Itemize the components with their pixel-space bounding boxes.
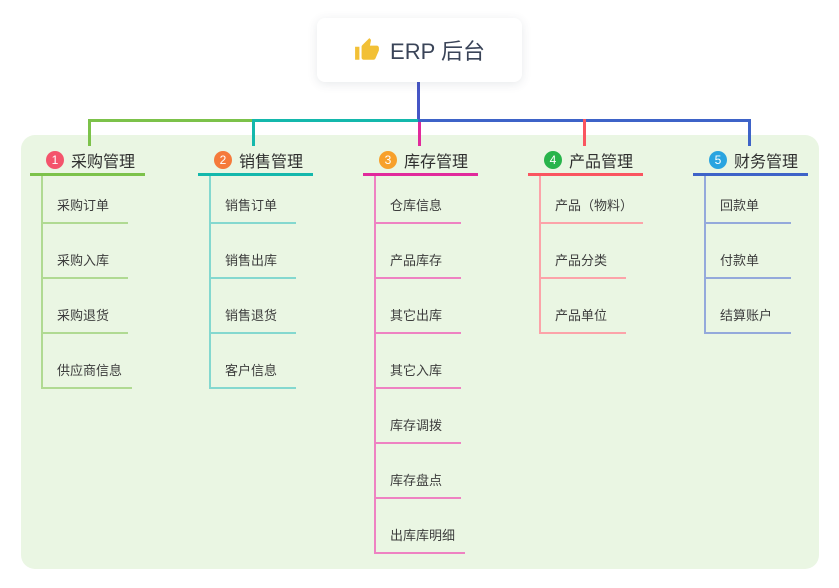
child-node-label: 产品（物料） [555, 198, 634, 213]
branch: 1 采购管理 采购订单采购入库采购退货供应商信息 [30, 146, 145, 389]
child-node-label: 其它出库 [390, 308, 443, 323]
connector-branch-stub [252, 119, 255, 146]
child-node-label: 产品单位 [555, 308, 608, 323]
child-node-label: 付款单 [720, 253, 760, 268]
child-node[interactable]: 库存调拨 [376, 389, 461, 444]
child-node-label: 结算账户 [720, 308, 773, 323]
child-node[interactable]: 产品分类 [541, 224, 626, 279]
child-node-label: 产品分类 [555, 253, 608, 268]
root-node-label: ERP 后台 [390, 39, 485, 64]
branch-number-badge: 3 [379, 150, 397, 169]
child-node[interactable]: 库存盘点 [376, 444, 461, 499]
child-node-label: 库存调拨 [390, 418, 443, 433]
connector-branch-stub [748, 119, 751, 146]
branch-title-node[interactable]: 1 采购管理 [30, 146, 145, 176]
branch-title-node[interactable]: 4 产品管理 [528, 146, 643, 176]
branch-children: 销售订单销售出库销售退货客户信息 [209, 176, 313, 389]
child-node[interactable]: 销售订单 [211, 176, 296, 224]
child-node-label: 客户信息 [225, 363, 278, 378]
child-node[interactable]: 产品单位 [541, 279, 626, 334]
child-node[interactable]: 出库库明细 [376, 499, 466, 554]
connector-bus-segment-green [88, 119, 252, 122]
child-node-label: 出库库明细 [390, 528, 456, 543]
child-node-label: 采购退货 [57, 308, 110, 323]
root-connector-line [417, 82, 420, 122]
branch-number-badge: 5 [709, 150, 727, 169]
child-node-label: 其它入库 [390, 363, 443, 378]
branch: 4 产品管理 产品（物料） 产品分类产品单位 [528, 146, 644, 334]
branches-panel [21, 135, 819, 569]
connector-bus-segment-teal [252, 119, 418, 122]
child-node-label: 销售退货 [225, 308, 278, 323]
child-node[interactable]: 采购入库 [43, 224, 128, 279]
child-node-label: 产品库存 [390, 253, 443, 268]
child-node[interactable]: 付款单 [706, 224, 791, 279]
connector-branch-stub [88, 119, 91, 146]
child-node[interactable]: 销售退货 [211, 279, 296, 334]
child-node[interactable]: 回款单 [706, 176, 791, 224]
child-node[interactable]: 结算账户 [706, 279, 791, 334]
child-node[interactable]: 其它入库 [376, 334, 461, 389]
branch-title-node[interactable]: 5 财务管理 [693, 146, 808, 176]
child-node[interactable]: 采购退货 [43, 279, 128, 334]
child-node[interactable]: 客户信息 [211, 334, 296, 389]
branch-title-label: 销售管理 [239, 153, 304, 171]
branch-children: 仓库信息产品库存其它出库其它入库库存调拨库存盘点出库库明细 [374, 176, 478, 554]
child-node-label: 销售订单 [225, 198, 278, 213]
branch-children: 产品（物料） 产品分类产品单位 [539, 176, 644, 334]
child-node[interactable]: 销售出库 [211, 224, 296, 279]
branch: 3 库存管理 仓库信息产品库存其它出库其它入库库存调拨库存盘点出库库明细 [363, 146, 478, 554]
child-node[interactable]: 产品库存 [376, 224, 461, 279]
branch-title-label: 产品管理 [569, 153, 634, 171]
child-node-label: 采购订单 [57, 198, 110, 213]
child-node-label: 供应商信息 [57, 363, 123, 378]
branch: 5 财务管理 回款单付款单结算账户 [693, 146, 808, 334]
child-node[interactable]: 采购订单 [43, 176, 128, 224]
child-node-label: 回款单 [720, 198, 760, 213]
branch-children: 采购订单采购入库采购退货供应商信息 [41, 176, 145, 389]
branch-number-badge: 2 [214, 150, 232, 169]
child-node-label: 库存盘点 [390, 473, 443, 488]
root-node[interactable]: ERP 后台 [317, 18, 522, 82]
branch-number-badge: 1 [46, 150, 64, 169]
child-node-label: 采购入库 [57, 253, 110, 268]
branch: 2 销售管理 销售订单销售出库销售退货客户信息 [198, 146, 313, 389]
connector-branch-stub [583, 119, 586, 146]
branch-children: 回款单付款单结算账户 [704, 176, 808, 334]
child-node[interactable]: 仓库信息 [376, 176, 461, 224]
branch-title-node[interactable]: 3 库存管理 [363, 146, 478, 176]
branch-number-badge: 4 [544, 150, 562, 169]
branch-title-label: 财务管理 [734, 153, 799, 171]
child-node-label: 仓库信息 [390, 198, 443, 213]
thumbs-up-icon [354, 37, 380, 63]
child-node-label: 销售出库 [225, 253, 278, 268]
branch-title-node[interactable]: 2 销售管理 [198, 146, 313, 176]
connector-branch-stub [418, 122, 421, 146]
child-node[interactable]: 其它出库 [376, 279, 461, 334]
child-node[interactable]: 供应商信息 [43, 334, 133, 389]
branch-title-label: 采购管理 [71, 153, 136, 171]
branch-title-label: 库存管理 [404, 153, 469, 171]
child-node[interactable]: 产品（物料） [541, 176, 644, 224]
